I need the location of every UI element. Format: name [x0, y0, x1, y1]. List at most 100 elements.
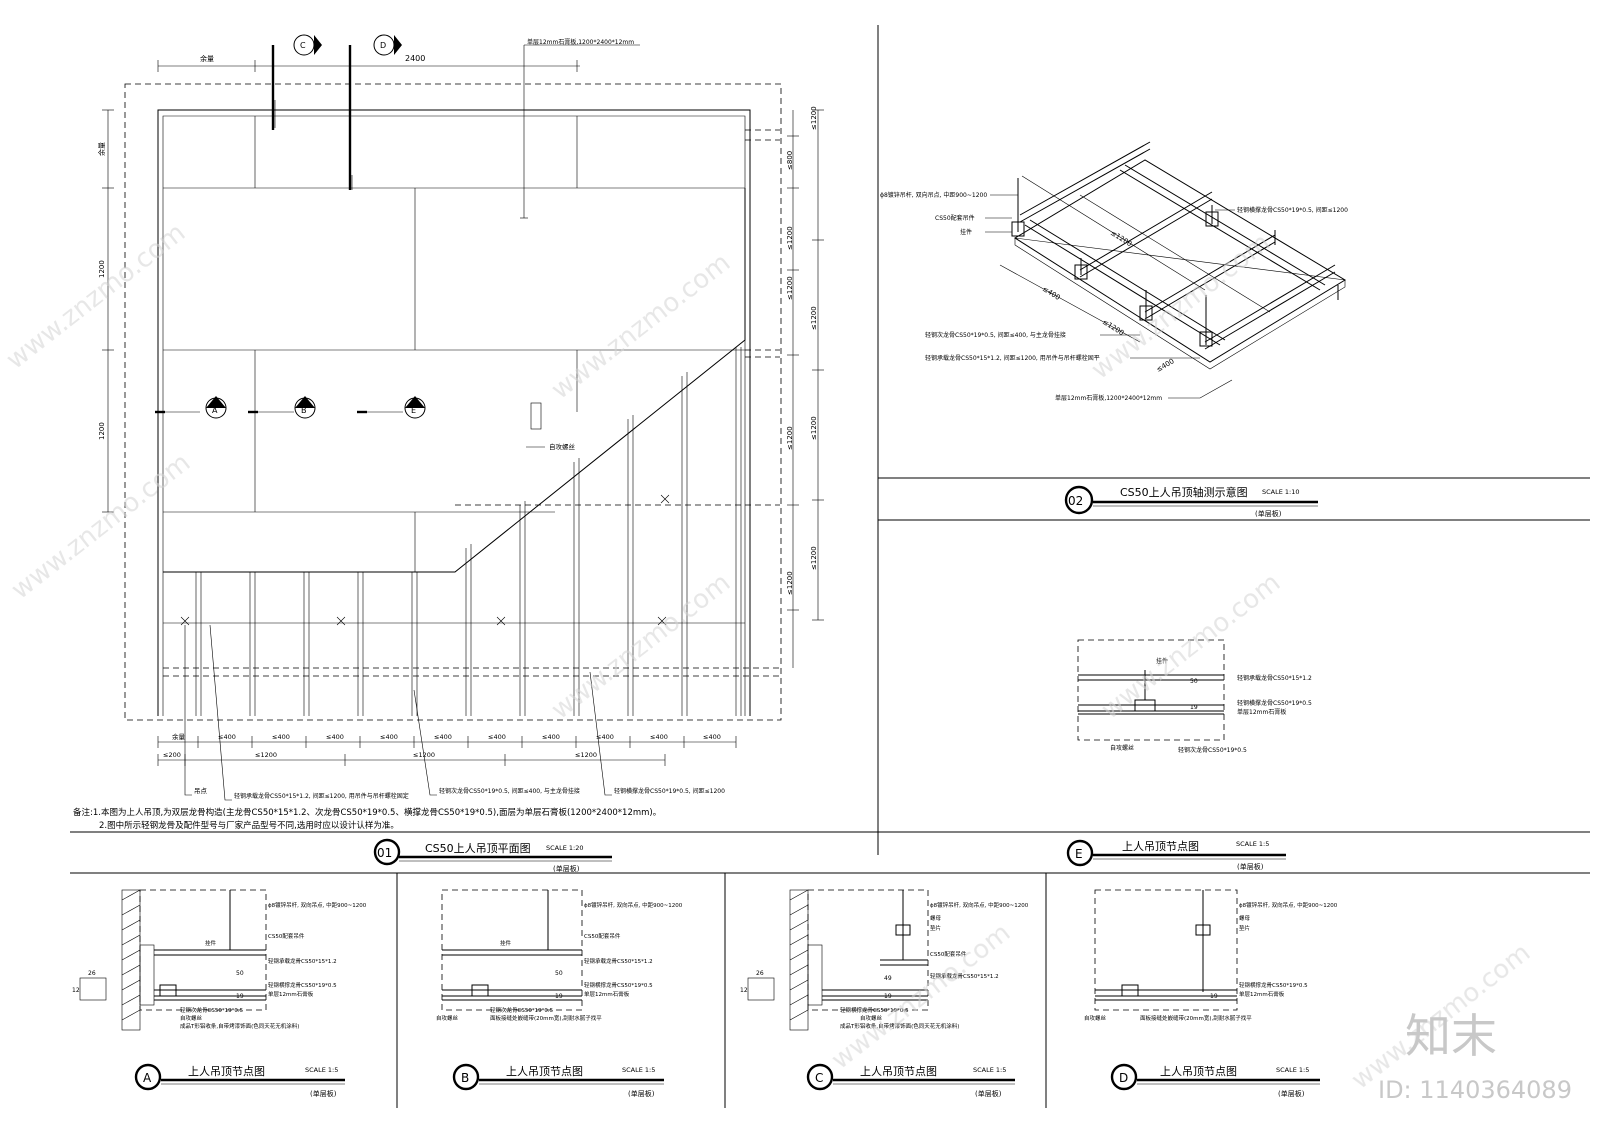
- watermark-logo: 知末 ID: 1140364089: [1378, 1009, 1572, 1104]
- dim-b1-2: ≤400: [272, 733, 290, 741]
- title-block-d: D 上人吊顶节点图 SCALE 1:5 (单层板): [1110, 1063, 1320, 1098]
- dim-b2-0: ≤200: [163, 751, 181, 759]
- detail-c-label-7: 成品T形铝收条,自带烤漆饰面(色同天花无机涂料): [840, 1022, 959, 1030]
- iso-label-board: 单层12mm石膏板,1200*2400*12mm: [1055, 394, 1162, 402]
- detail-b-label-5: 单层12mm石膏板: [584, 990, 630, 998]
- watermark-text-1: www.znzmo.com: [1, 218, 191, 376]
- watermark-logo-text: 知末: [1405, 1009, 1497, 1063]
- title-c-letter: C: [815, 1071, 823, 1085]
- detail-e-screw: 自攻螺丝: [1110, 744, 1134, 752]
- dim-b1-0: 余量: [172, 732, 186, 741]
- detail-d-label-1: 螺母: [1239, 914, 1251, 922]
- note-line-2: 2.图中所示轻钢龙骨及配件型号与厂家产品型号不同,选用时应以设计认样为准。: [99, 820, 399, 831]
- title-b-sub: (单层板): [628, 1089, 655, 1098]
- title-block-02: 02 CS50上人吊顶轴测示意图 SCALE 1:10 (单层板): [1064, 485, 1318, 518]
- detail-d-label-2: 垫片: [1239, 924, 1250, 932]
- detail-c-label-1: 螺母: [930, 914, 942, 922]
- iso-label-cross: 轻钢横撑龙骨CS50*19*0.5, 间距≤1200: [1237, 206, 1348, 214]
- detail-b-label-1: CS50配套吊件: [584, 932, 621, 940]
- dim-b1-3: ≤400: [326, 733, 344, 741]
- detail-d-label-4: 单层12mm石膏板: [1239, 990, 1285, 998]
- detail-e-board: 单层12mm石膏板: [1237, 708, 1286, 716]
- plan-label-hang: 吊点: [194, 787, 208, 795]
- detail-d-label-6: 面板接缝处嵌缝带(20mm宽),刮耐水腻子找平: [1140, 1014, 1252, 1022]
- title-02-name: CS50上人吊顶轴测示意图: [1120, 485, 1248, 499]
- detail-c-label-3: CS50配套吊件: [930, 950, 967, 958]
- detail-c-label-4: 轻钢承载龙骨CS50*15*1.2: [930, 972, 999, 980]
- dim-b1-6: ≤400: [488, 733, 506, 741]
- title-a-scale: SCALE 1:5: [305, 1066, 338, 1074]
- detail-b-label-7: 自攻螺丝: [436, 1014, 459, 1022]
- title-d-name: 上人吊顶节点图: [1160, 1065, 1237, 1078]
- title-b-scale: SCALE 1:5: [622, 1066, 655, 1074]
- dim-b1-7: ≤400: [542, 733, 560, 741]
- plan-label-board: 单层12mm石膏板,1200*2400*12mm: [527, 38, 634, 46]
- dim-top-2400: 2400: [405, 54, 425, 63]
- title-a-sub: (单层板): [310, 1089, 337, 1098]
- board-joints: [163, 116, 745, 573]
- watermark: www.znzmo.com www.znzmo.com www.znzmo.co…: [1, 218, 1536, 1096]
- detail-e-clip: 挂件: [1156, 657, 1168, 665]
- detail-c: 26 12 49 19 ϕ8镀锌吊杆, 双向吊点, 中距900~1200 螺母 …: [740, 889, 1029, 1031]
- detail-b-label-6: 轻钢次龙骨CS50*19*0.5: [490, 1006, 554, 1014]
- detail-b-label-8: 面板接缝处嵌缝带(20mm宽),刮耐水腻子找平: [490, 1014, 602, 1022]
- dim-outer-2: ≤1200: [810, 306, 818, 330]
- plan-label-screw: 自攻螺丝: [549, 442, 576, 451]
- dim-outer-1: ≤1200: [810, 106, 818, 130]
- detail-b-dim-0: 50: [555, 970, 563, 977]
- title-d-sub: (单层板): [1278, 1089, 1305, 1098]
- title-02-sub: (单层板): [1255, 509, 1282, 518]
- plan-label-cross: 轻钢横撑龙骨CS50*19*0.5, 间距≤1200: [614, 787, 725, 795]
- detail-d-dim-0: 19: [1210, 993, 1218, 1000]
- callout-d-letter: D: [380, 41, 386, 50]
- dim-b2-3: ≤1200: [575, 751, 597, 759]
- detail-c-label-0: ϕ8镀锌吊杆, 双向吊点, 中距900~1200: [930, 901, 1029, 909]
- bottom-ticks-1: [157, 736, 737, 748]
- detail-a-label-7: 自攻螺丝: [180, 1014, 203, 1022]
- detail-d-label-0: ϕ8镀锌吊杆, 双向吊点, 中距900~1200: [1239, 901, 1338, 909]
- detail-d-label-5: 自攻螺丝: [1084, 1014, 1107, 1022]
- iso-label-hanger: CS50配套吊件: [935, 214, 975, 222]
- title-c-name: 上人吊顶节点图: [860, 1065, 937, 1078]
- iso-label-rod: ϕ8镀锌吊杆, 双向吊点, 中距900~1200: [880, 191, 987, 199]
- watermark-text-4: www.znzmo.com: [546, 568, 736, 726]
- detail-a-label-8: 成品T形铝收条,自带烤漆饰面(色同天花无机涂料): [180, 1022, 299, 1030]
- watermark-text-5: www.znzmo.com: [1086, 228, 1276, 386]
- detail-c-label-2: 垫片: [930, 924, 941, 932]
- detail-a-label-2: 挂件: [205, 939, 217, 947]
- callout-b-letter: B: [301, 406, 307, 415]
- detail-e-dim-19: 19: [1190, 704, 1198, 711]
- detail-a-label-4: 轻钢横撑龙骨CS50*19*0.5: [268, 981, 337, 989]
- title-b-name: 上人吊顶节点图: [506, 1065, 583, 1078]
- title-block-01: 01 CS50上人吊顶平面图 SCALE 1:20 (单层板): [373, 838, 612, 873]
- dim-outer-3: ≤1200: [810, 416, 818, 440]
- title-c-scale: SCALE 1:5: [973, 1066, 1006, 1074]
- detail-a-label-1: CS50配套吊件: [268, 932, 305, 940]
- title-e-scale: SCALE 1:5: [1236, 840, 1269, 848]
- iso-label-clip: 挂件: [960, 228, 972, 236]
- detail-e-dim-50: 50: [1190, 678, 1198, 685]
- dim-b2-1: ≤1200: [255, 751, 277, 759]
- title-block-c: C 上人吊顶节点图 SCALE 1:5 (单层板): [806, 1063, 1015, 1098]
- callout-c-letter: C: [300, 41, 306, 50]
- detail-b-dim-1: 19: [555, 993, 563, 1000]
- detail-d-label-3: 轻钢横撑龙骨CS50*19*0.5: [1239, 981, 1308, 989]
- detail-c-label-5: 轻钢横撑龙骨CS50*19*0.5: [840, 1006, 909, 1014]
- detail-a-dim-1: 12: [72, 987, 80, 994]
- dim-b1-10: ≤400: [703, 733, 721, 741]
- title-01-sub: (单层板): [553, 864, 580, 873]
- detail-e-sub: 轻钢次龙骨CS50*19*0.5: [1178, 746, 1247, 754]
- watermark-id: ID: 1140364089: [1378, 1076, 1572, 1104]
- dim-left-margin: 余量: [97, 142, 106, 156]
- callout-e: E: [357, 396, 426, 419]
- detail-b-label-2: 挂件: [500, 939, 512, 947]
- title-e-letter: E: [1075, 847, 1083, 861]
- title-a-name: 上人吊顶节点图: [188, 1065, 265, 1078]
- dim-b1-8: ≤400: [596, 733, 614, 741]
- dim-right-1200-c: ≤1200: [786, 571, 794, 595]
- title-block-b: B 上人吊顶节点图 SCALE 1:5 (单层板): [452, 1063, 664, 1098]
- detail-e-main: 轻钢承载龙骨CS50*15*1.2: [1237, 674, 1312, 682]
- callout-a: A: [155, 396, 227, 419]
- dim-outer-4: ≤1200: [810, 546, 818, 570]
